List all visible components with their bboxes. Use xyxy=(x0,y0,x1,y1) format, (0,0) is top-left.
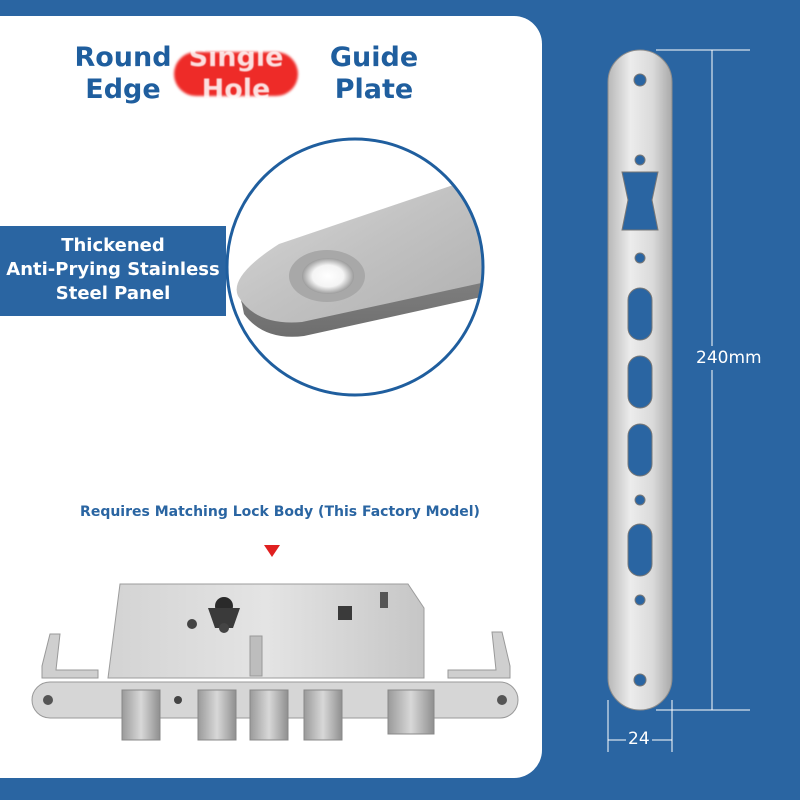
plate-slot-1 xyxy=(627,287,653,341)
latch-bolt xyxy=(387,689,435,735)
cylinder-hole-left xyxy=(187,619,197,629)
bolt-1 xyxy=(121,689,161,741)
feature-banner-text: Thickened Anti-Prying Stainless Steel Pa… xyxy=(0,234,226,306)
width-dimension: 24 xyxy=(626,729,652,749)
lock-case xyxy=(107,583,425,679)
cylinder-hole-bottom xyxy=(219,623,229,633)
single-hole xyxy=(302,258,354,294)
title-guide-plate: Guide Plate xyxy=(329,42,419,105)
left-hook xyxy=(41,633,99,679)
banner-line-2: Anti-Prying Stainless xyxy=(6,259,220,280)
zoom-detail-image xyxy=(225,137,485,397)
plate-hole-3 xyxy=(634,252,646,264)
single-hole-badge xyxy=(174,52,298,96)
plate-hole-bottom xyxy=(633,673,647,687)
title-round-edge: Round Edge xyxy=(74,42,172,105)
spindle-hole xyxy=(338,606,352,620)
plate-latch-window xyxy=(621,171,659,231)
faceplate-screw xyxy=(174,696,182,704)
plate-hole-top xyxy=(633,73,647,87)
faceplate-hole-right xyxy=(497,695,507,705)
plate-hole-4 xyxy=(634,494,646,506)
requirement-note: Requires Matching Lock Body (This Factor… xyxy=(80,504,480,520)
bolt-3 xyxy=(249,689,289,741)
banner-line-1: Thickened xyxy=(61,235,165,256)
feature-banner xyxy=(0,226,226,316)
title-single-hole: Single Hole xyxy=(188,42,284,105)
plate-slot-3 xyxy=(627,423,653,477)
right-hook xyxy=(447,631,511,679)
plate-hole-2 xyxy=(634,154,646,166)
faceplate-hole-left xyxy=(43,695,53,705)
center-slot xyxy=(249,635,263,677)
banner-line-3: Steel Panel xyxy=(55,283,171,304)
lock-body-image xyxy=(31,583,519,741)
height-dimension: 240mm xyxy=(694,346,764,370)
plate-hole-5 xyxy=(634,594,646,606)
bolt-2 xyxy=(197,689,237,741)
plate-slot-2 xyxy=(627,355,653,409)
zoom-circle-border xyxy=(225,137,485,397)
down-arrow-icon xyxy=(264,545,280,557)
guide-plate-image xyxy=(607,49,750,752)
bolt-4 xyxy=(303,689,343,741)
cylinder-slot xyxy=(208,608,240,628)
latch-slot xyxy=(380,592,388,608)
plate-slot-4 xyxy=(627,523,653,577)
